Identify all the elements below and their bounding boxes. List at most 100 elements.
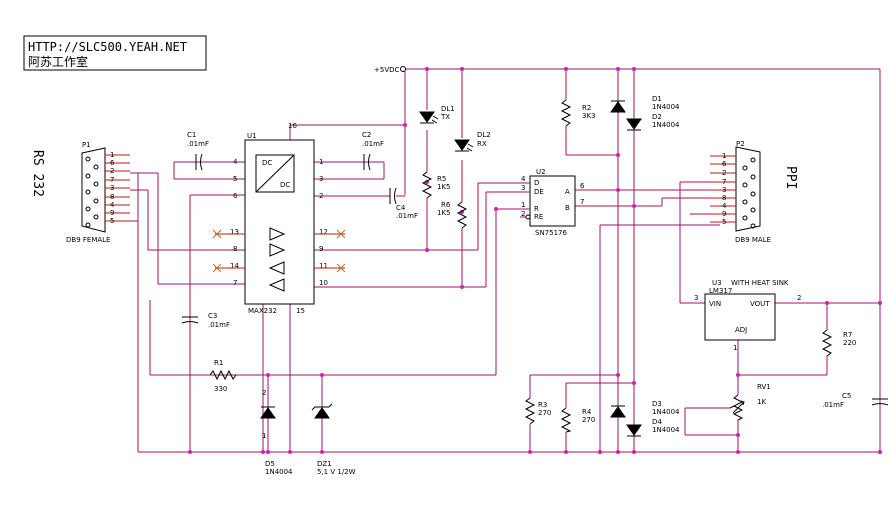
r7-ref: R7 — [843, 331, 852, 339]
c4-ref: C4 — [396, 204, 406, 212]
rv1-potentiometer — [729, 394, 745, 421]
u3-ref: U3 — [712, 279, 722, 287]
c3-ref: C3 — [208, 312, 217, 320]
c1-capacitor — [195, 153, 203, 171]
u3-pin-vin: 3 — [694, 294, 698, 302]
dl1-label: TX — [440, 113, 450, 121]
dc-bottom: DC — [280, 181, 290, 189]
dc-top: DC — [262, 159, 272, 167]
u1-right-pin: 1 — [319, 158, 323, 166]
u3-vout: VOUT — [750, 300, 770, 308]
p2-pin-label: 4 — [722, 202, 727, 210]
u1-right-pin: 9 — [319, 245, 323, 253]
r4-ref: R4 — [582, 408, 592, 416]
p1-pin-label: 7 — [110, 176, 114, 184]
dl1-ref: DL1 — [441, 105, 455, 113]
svg-text:1: 1 — [262, 432, 266, 440]
r4-resistor — [560, 407, 572, 433]
p2-pin-label: 3 — [722, 186, 726, 194]
u2-func-label: R — [534, 205, 539, 213]
rs232-label: RS 232 — [30, 150, 45, 197]
r3-value: 270 — [538, 409, 551, 417]
wiring — [137, 68, 881, 453]
d3-ref: D3 — [652, 400, 662, 408]
u3-part: LM317 — [709, 287, 732, 295]
u2-func-label: A — [565, 188, 570, 196]
r5-ref: R5 — [437, 175, 446, 183]
c4-capacitor — [385, 187, 405, 205]
u2-sn75176: 4 3 1 2 6 7 D DE R RE A B — [520, 175, 585, 227]
d4-value: 1N4004 — [652, 426, 680, 434]
p2-type: DB9 MALE — [735, 236, 771, 244]
u1-ref: U1 — [247, 132, 257, 140]
u1-left-pin: 6 — [233, 192, 238, 200]
d2-value: 1N4004 — [652, 121, 680, 129]
u2-pin-label: 2 — [521, 210, 525, 218]
u2-pin-label: 4 — [521, 175, 526, 183]
u1-right-pin: 10 — [319, 279, 328, 287]
u2-func-label: D — [534, 179, 539, 187]
p2-ref: P2 — [736, 140, 745, 148]
c3-capacitor — [181, 316, 199, 324]
u1-left-pin: 4 — [233, 158, 238, 166]
u2-func-label: RE — [534, 213, 543, 221]
u2-part: SN75176 — [535, 229, 567, 237]
c2-ref: C2 — [362, 131, 371, 139]
p2-pin-label: 1 — [722, 152, 726, 160]
u2-ref: U2 — [536, 168, 546, 176]
p2-pin-label: 7 — [722, 178, 726, 186]
c2-capacitor — [363, 153, 371, 171]
r1-value: 330 — [214, 385, 227, 393]
u1-part: MAX232 — [248, 307, 277, 315]
p1-pin-label: 5 — [110, 217, 114, 225]
d4-ref: D4 — [652, 418, 662, 426]
dl2-ref: DL2 — [477, 131, 491, 139]
r3-resistor — [524, 397, 536, 425]
rv1-ref: RV1 — [757, 383, 771, 391]
c3-value: .01mF — [208, 321, 230, 329]
c5-value: .01mF — [822, 401, 844, 409]
dl2-label: RX — [477, 140, 487, 148]
p2-connector: 1 6 2 7 3 8 4 9 5 — [710, 146, 761, 232]
p1-pin-label: 9 — [110, 209, 114, 217]
u3-note: WITH HEAT SINK — [731, 279, 789, 287]
u2-func-label: B — [565, 204, 570, 212]
u1-left-pin: 14 — [230, 262, 239, 270]
rv1-value: 1K — [757, 398, 766, 406]
r1-resistor — [209, 369, 237, 381]
c5-capacitor — [871, 398, 889, 406]
u2-pin-label: 3 — [521, 184, 525, 192]
d2-diode — [626, 118, 642, 131]
d5-diode: 2 1 — [260, 389, 276, 440]
c2-value: .01mF — [362, 140, 384, 148]
r1-ref: R1 — [214, 359, 223, 367]
ppi-label: PPI — [783, 166, 798, 189]
d1-value: 1N4004 — [652, 103, 680, 111]
u1-left-pin: 5 — [233, 175, 237, 183]
u1-right-pin: 11 — [319, 262, 328, 270]
p2-pin-label: 5 — [722, 218, 726, 226]
u1-left-pin: 13 — [230, 228, 239, 236]
r5-value: 1K5 — [437, 183, 451, 191]
r7-value: 220 — [843, 339, 856, 347]
u3-lm317: VIN VOUT ADJ 3 2 1 — [694, 293, 801, 352]
p1-pin-label: 1 — [110, 151, 114, 159]
u3-pin-vout: 2 — [797, 294, 801, 302]
r5-resistor — [421, 171, 433, 199]
r2-resistor — [560, 99, 572, 127]
c1-ref: C1 — [187, 131, 196, 139]
r2-value: 3K3 — [582, 112, 596, 120]
u1-pin16: 16 — [288, 122, 297, 130]
p1-pin-label: 6 — [110, 159, 115, 167]
u3-pin-adj: 1 — [733, 344, 737, 352]
r2-ref: R2 — [582, 104, 591, 112]
c4-value: .01mF — [396, 212, 418, 220]
u3-vin: VIN — [709, 300, 721, 308]
p2-pin-label: 8 — [722, 194, 726, 202]
d3-value: 1N4004 — [652, 408, 680, 416]
u1-pin15: 15 — [296, 307, 305, 315]
c5-ref: C5 — [842, 392, 851, 400]
svg-text:2: 2 — [262, 389, 266, 397]
p1-connector: 1 6 2 7 3 8 4 9 5 — [81, 147, 130, 233]
